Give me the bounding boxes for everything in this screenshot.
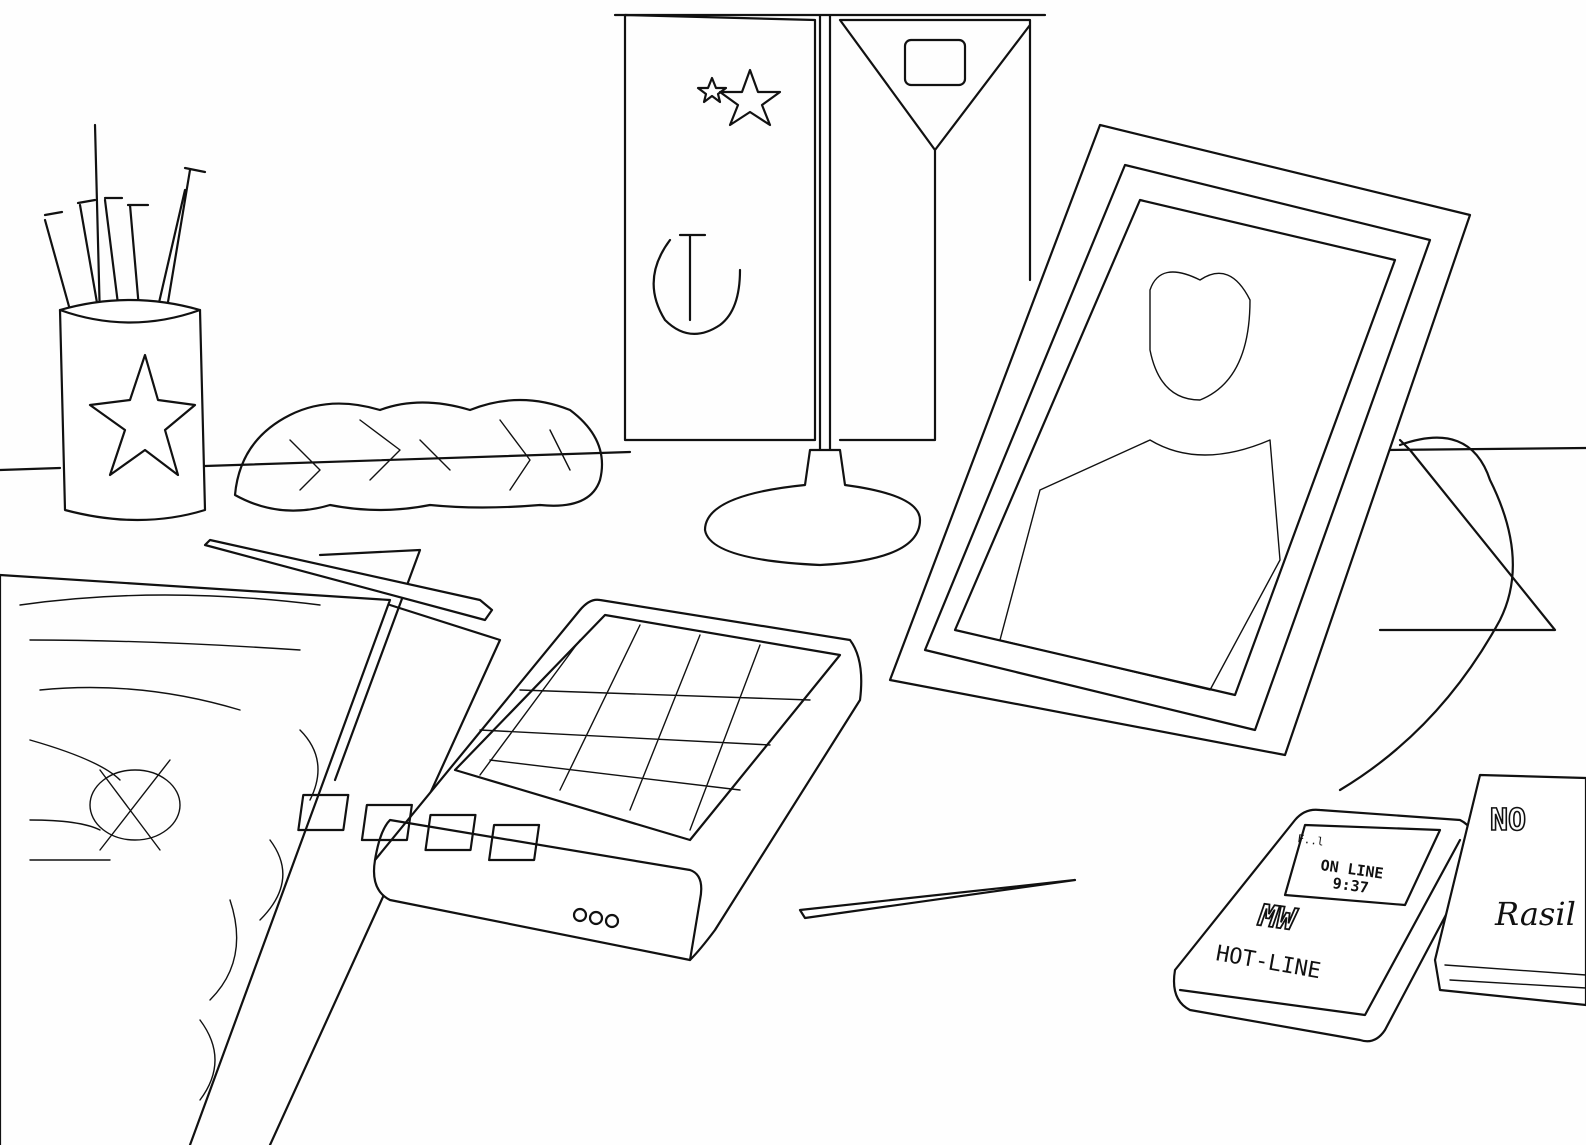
- pencil: [203, 538, 494, 622]
- stylus: [798, 878, 1077, 920]
- book-signature: Rasil: [1494, 895, 1576, 933]
- pencil-cup: [43, 123, 207, 522]
- book-title: NO: [1490, 803, 1526, 838]
- time-text: 9:37: [1331, 874, 1369, 897]
- pda-tablet: [297, 598, 863, 962]
- pda-button-1[interactable]: [297, 793, 350, 832]
- hammer-sickle-icon: [652, 233, 742, 335]
- flag-left: [623, 13, 817, 442]
- pda-button-3[interactable]: [424, 813, 477, 852]
- book: NO Rasil: [1433, 773, 1586, 1007]
- star-icon: [696, 76, 728, 104]
- photo-frame: [888, 123, 1557, 757]
- hotline-device: F..l ON LINE 9:37 MW HOT-LINE: [1172, 808, 1478, 1043]
- desk-edge: [0, 446, 1586, 472]
- hotline-screen: [1283, 823, 1442, 907]
- star-icon: [718, 68, 782, 127]
- pda-button-2[interactable]: [360, 803, 413, 842]
- desk-flags: [613, 13, 1047, 567]
- signal-indicator: F..l: [1297, 832, 1325, 849]
- map-grid: [479, 624, 811, 831]
- cable: [1338, 436, 1514, 792]
- portrait-figure: [999, 271, 1281, 691]
- scribbled-papers: [0, 548, 502, 1145]
- flag-stand-base: [703, 448, 922, 567]
- pda-button-4[interactable]: [488, 823, 541, 862]
- emblem-icon: [903, 38, 967, 87]
- star-icon: [88, 353, 197, 477]
- crumpled-papers: [233, 398, 604, 512]
- pda-screen: [453, 613, 842, 842]
